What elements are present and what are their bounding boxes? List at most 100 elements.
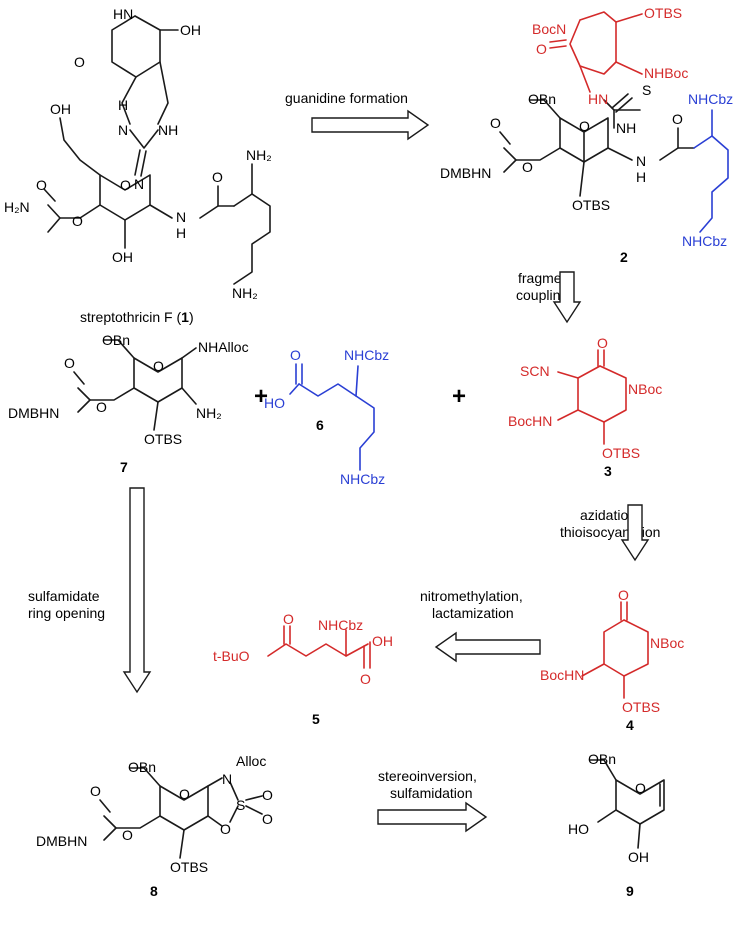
c2-nhcbz-top: NHCbz [688,91,733,107]
c4-number: 4 [626,717,634,733]
c2-nh-amide: N [636,153,646,169]
c1-o-lactam: O [74,54,85,70]
c2-o-carb: O [490,115,501,131]
step-azidation-label-1: azidation, [580,507,640,523]
retro-arrow-down-1 [552,271,582,324]
c1-label: streptothricin F (1) [80,309,194,325]
c9-number: 9 [626,883,634,899]
c3-bochn: BocHN [508,413,552,429]
c1-o-link: O [72,213,83,229]
c1-oh-top: OH [180,22,201,38]
c1-h2n: H₂N [4,199,30,215]
c8-o-ring2: O [220,821,231,837]
c1-o-ring: O [120,177,131,193]
c2-o-amide: O [672,111,683,127]
c1-n-eq: N [134,176,144,192]
c7-dmbhn: DMBHN [8,405,59,421]
compound-5: t-BuO O NHCbz OH O 5 [213,611,393,727]
plus-sign-1: + [254,383,268,410]
c2-nhcbz-bot: NHCbz [682,233,727,249]
retro-arrow-down-2 [620,504,650,562]
c3-o: O [597,335,608,351]
c8-alloc: Alloc [236,753,266,769]
step-sulfamidate-label-1: sulfamidate [28,588,100,604]
c1-o-carb: O [36,177,47,193]
c1-nh-amide: N [176,209,186,225]
c7-obn: OBn [102,332,130,348]
c1-oh-bot: OH [112,249,133,265]
retro-arrow-right-2 [377,801,488,833]
c8-number: 8 [150,883,158,899]
c4-otbs: OTBS [622,699,660,715]
c1-hn: HN [113,6,133,22]
c5-oh: OH [372,633,393,649]
c1-nh2-side: NH₂ [246,147,272,163]
c7-o-ring: O [153,358,164,374]
c3-nboc: NBoc [628,381,662,397]
step-guanidine-label: guanidine formation [285,90,408,106]
c1-h-a: H [118,97,128,113]
c2-h-amide: H [636,169,646,185]
c4-o: O [618,587,629,603]
arrow-stereoinversion: stereoinversion, sulfamidation [377,768,488,833]
c2-dmbhn: DMBHN [440,165,491,181]
compound-8: OBn O Alloc N S O O O O DMBHN O OTBS 8 [36,753,273,899]
arrow-azidation: azidation, thioisocyanation [560,504,660,562]
c5-o-acid: O [360,671,371,687]
c6-o: O [290,347,301,363]
c5-number: 5 [312,711,320,727]
c1-nh2-end: NH₂ [232,285,258,301]
c8-obn: OBn [128,759,156,775]
c9-oh: OH [628,849,649,865]
c7-nh2: NH₂ [196,405,222,421]
c6-number: 6 [316,417,324,433]
c2-otbs-bot: OTBS [572,197,610,213]
arrow-nitromethylation: nitromethylation, lactamization [420,588,541,663]
c9-obn: OBn [588,751,616,767]
compound-2: BocN OTBS O NHBoc HN S OBn O NH DMBHN O … [440,5,733,265]
retro-arrow-left-1 [434,631,541,663]
c3-otbs: OTBS [602,445,640,461]
c8-otbs: OTBS [170,859,208,875]
c1-o-amide: O [212,169,223,185]
c6-ho: HO [264,395,285,411]
c3-scn: SCN [520,363,550,379]
c1-h-amide: H [176,225,186,241]
c9-o-ring: O [635,780,646,796]
retro-arrow-right-1 [311,109,430,141]
retro-arrow-down-3 [122,487,152,694]
c1-nh-b: NH [158,122,178,138]
c2-obn: OBn [528,91,556,107]
compound-4: O NBoc BocHN OTBS 4 [540,587,684,733]
plus-sign-2: + [452,383,466,410]
c3-number: 3 [604,463,612,479]
c6-nhcbz-bot: NHCbz [340,471,385,487]
c2-o-lac: O [536,41,547,57]
step-sulfamidate-label-2: ring opening [28,605,105,621]
c6-nhcbz-top: NHCbz [344,347,389,363]
compound-3: SCN O NBoc BocHN OTBS 3 [508,335,662,479]
compound-7: OBn O NHAlloc O DMBHN O NH₂ OTBS 7 [8,332,249,475]
c7-otbs: OTBS [144,431,182,447]
c2-hn-thio: HN [588,91,608,107]
c4-nboc: NBoc [650,635,684,651]
c5-o-ester: O [283,611,294,627]
c8-o-carb: O [90,783,101,799]
c2-s: S [642,82,651,98]
c9-ho: HO [568,821,589,837]
c5-nhcbz: NHCbz [318,617,363,633]
c7-nhalloc: NHAlloc [198,339,249,355]
c2-bocn: BocN [532,21,566,37]
c8-o-ring: O [179,786,190,802]
c8-o-s1: O [262,787,273,803]
c4-bochn: BocHN [540,667,584,683]
c7-o-carb: O [64,355,75,371]
compound-6: O HO NHCbz NHCbz 6 [264,347,389,487]
step-nitro-label-1: nitromethylation, [420,588,523,604]
c8-o-link: O [122,827,133,843]
step-nitro-label-2: lactamization [432,605,514,621]
compound-9: OBn O HO OH 9 [568,751,665,899]
arrow-fragment-coupling: fragment coupling [516,270,582,324]
c7-number: 7 [120,459,128,475]
